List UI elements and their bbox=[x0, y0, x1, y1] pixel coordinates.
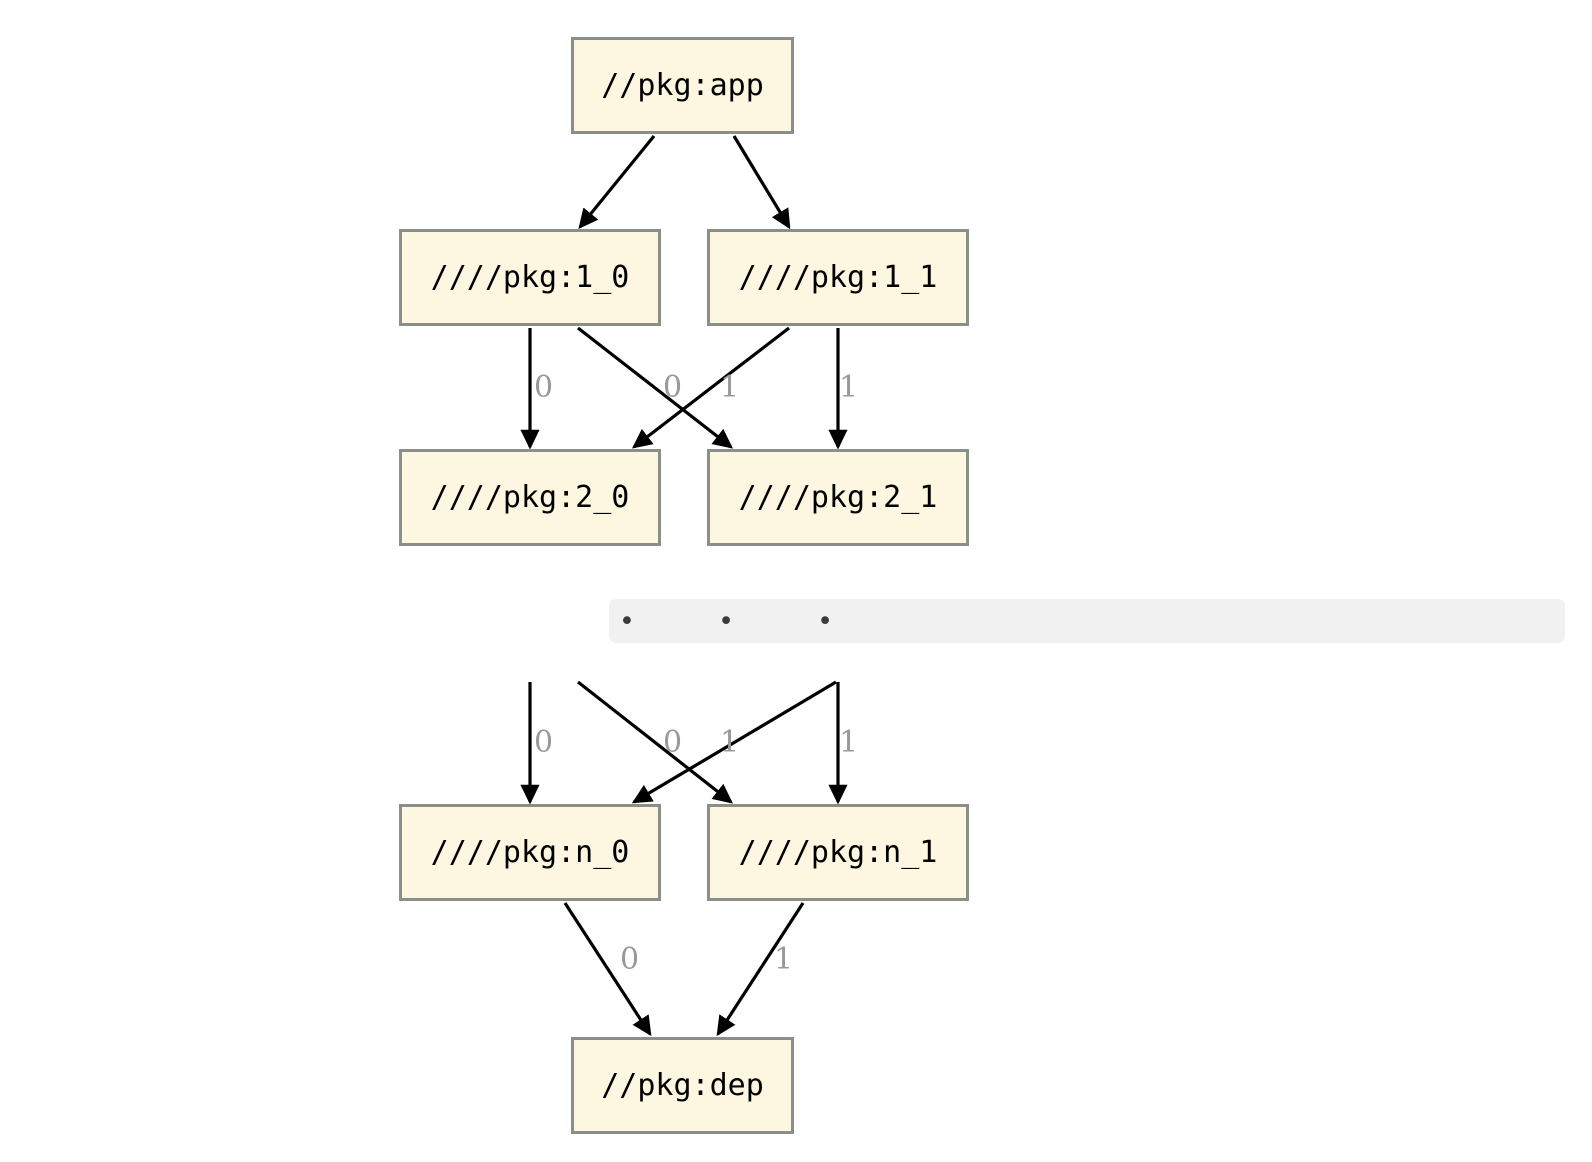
ellipsis-dots: • • • bbox=[619, 605, 856, 637]
graph-edge bbox=[732, 135, 791, 230]
graph-node-label: ////pkg:2_0 bbox=[430, 479, 630, 515]
graph-node-l1_1[interactable]: ////pkg:1_1 bbox=[707, 229, 969, 326]
graph-edge-label: 1 bbox=[720, 725, 740, 760]
graph-node-label: //pkg:app bbox=[601, 67, 764, 103]
graph-node-dep[interactable]: //pkg:dep bbox=[571, 1037, 794, 1134]
graph-node-label: ////pkg:n_0 bbox=[430, 834, 630, 870]
graph-node-label: ////pkg:1_1 bbox=[738, 259, 938, 295]
graph-node-label: //pkg:dep bbox=[601, 1067, 764, 1103]
graph-edge-label: 1 bbox=[720, 370, 740, 405]
graph-edge-label: 0 bbox=[663, 370, 683, 405]
graph-edge bbox=[716, 902, 805, 1037]
graph-edge-label: 1 bbox=[839, 370, 859, 405]
graph-node-app[interactable]: //pkg:app bbox=[571, 37, 794, 134]
graph-edge-label: 0 bbox=[534, 370, 554, 405]
graph-edge-label: 0 bbox=[620, 942, 640, 977]
graph-edge bbox=[631, 680, 837, 804]
graph-edge bbox=[578, 134, 656, 229]
graph-node-l2_1[interactable]: ////pkg:2_1 bbox=[707, 449, 969, 546]
graph-node-l1_0[interactable]: ////pkg:1_0 bbox=[399, 229, 661, 326]
graph-node-ln_0[interactable]: ////pkg:n_0 bbox=[399, 804, 661, 901]
graph-edge bbox=[563, 902, 652, 1037]
graph-edge bbox=[577, 326, 734, 449]
graph-edge-label: 1 bbox=[774, 942, 794, 977]
graph-edge-label: 0 bbox=[534, 725, 554, 760]
graph-node-ln_1[interactable]: ////pkg:n_1 bbox=[707, 804, 969, 901]
ellipsis-band: • • • bbox=[609, 599, 1565, 643]
graph-edge bbox=[577, 680, 734, 804]
graph-edge-label: 0 bbox=[663, 725, 683, 760]
graph-node-label: ////pkg:n_1 bbox=[738, 834, 938, 870]
graph-edge bbox=[631, 326, 790, 449]
graph-node-label: ////pkg:1_0 bbox=[430, 259, 630, 295]
graph-node-label: ////pkg:2_1 bbox=[738, 479, 938, 515]
graph-edge-label: 1 bbox=[839, 725, 859, 760]
graph-node-l2_0[interactable]: ////pkg:2_0 bbox=[399, 449, 661, 546]
